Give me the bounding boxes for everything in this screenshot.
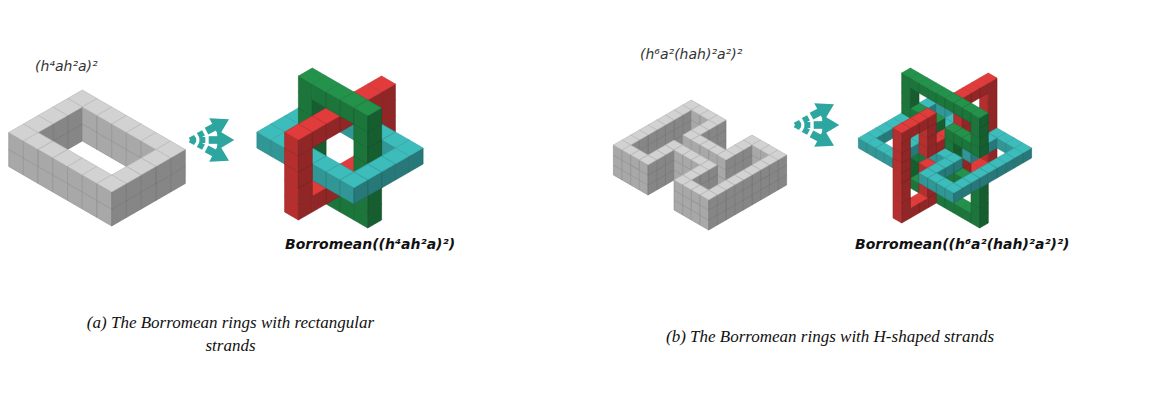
rings-name: Borromean((h⁴ah²a)²) [285, 236, 455, 252]
arrow-part [794, 123, 802, 130]
sub-caption: (a) The Borromean rings with rectangular… [68, 312, 393, 358]
rings-name-slot: Borromean((h⁴ah²a)²) [285, 236, 455, 252]
strand-formula: (h⁶a²(hah)²a²)² [640, 46, 742, 62]
block-face [285, 124, 313, 140]
sub-caption-slot: (a) The Borromean rings with rectangular… [68, 312, 393, 358]
borromean-h-shaped [858, 68, 1031, 228]
block-face [354, 100, 382, 116]
rings-name: Borromean((h⁶a²(hah)²a²)²) [855, 236, 1070, 252]
block-face [700, 190, 717, 200]
strand-formula: (h⁴ah²a)² [35, 58, 98, 74]
arrow-part [197, 142, 205, 150]
block-face [340, 172, 368, 188]
block-face [97, 175, 126, 192]
arrow-part [189, 138, 197, 145]
arrow-part [209, 144, 234, 170]
rectangular-strand [9, 90, 186, 226]
borromean-rectangular [257, 68, 423, 228]
arrow-fan [189, 110, 234, 170]
block-face [893, 123, 910, 133]
block-face [971, 108, 988, 118]
strand-formula-slot: (h⁶a²(hah)²a²)² [640, 46, 742, 62]
block-face [639, 155, 656, 165]
arrow-part [209, 110, 234, 136]
sub-caption-slot: (b) The Borromean rings with H-shaped st… [620, 326, 1040, 349]
strand-formula-slot: (h⁴ah²a)² [35, 58, 98, 74]
sub-caption: (b) The Borromean rings with H-shaped st… [620, 326, 1040, 349]
arrow-part [814, 95, 839, 121]
block-face [945, 183, 962, 193]
arrow-part [814, 129, 839, 155]
arrow-fan [794, 95, 839, 155]
rings-name-slot: Borromean((h⁶a²(hah)²a²)²) [855, 236, 1070, 252]
h-shaped-strand [613, 100, 786, 230]
block-face [717, 150, 734, 160]
arrow-part [802, 127, 810, 135]
